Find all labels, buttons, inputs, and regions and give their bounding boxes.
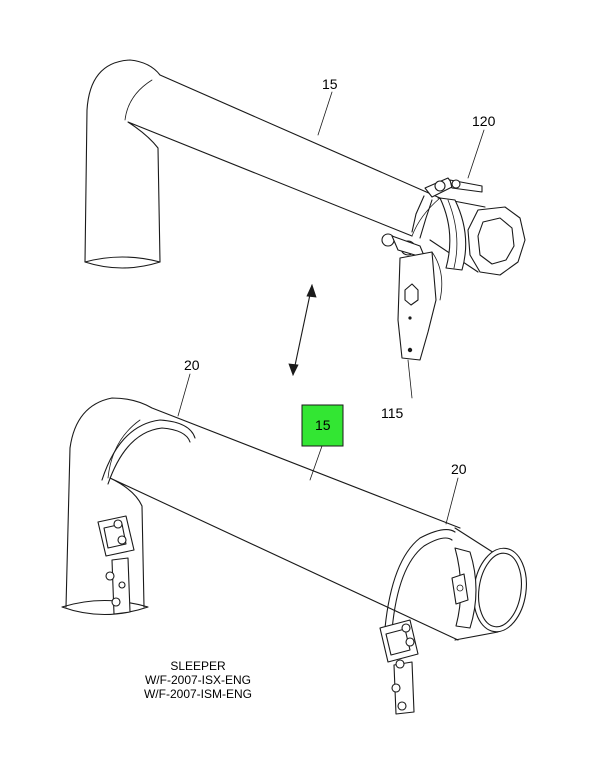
callout-strap-left: 20 bbox=[184, 357, 200, 373]
note-line-2: W/F-2007-ISX-ENG bbox=[145, 673, 251, 687]
callout-bracket: 115 bbox=[381, 405, 404, 421]
bracket-115 bbox=[381, 233, 443, 361]
leader-lines-upper bbox=[317, 91, 485, 399]
exploded-view-arrow bbox=[288, 283, 317, 377]
highlight-box bbox=[301, 404, 344, 447]
callout-highlighted[interactable]: 15 bbox=[315, 417, 331, 433]
strap-left-20 bbox=[97, 419, 196, 615]
lower-exhaust-pipe bbox=[61, 397, 527, 641]
clamp-120 bbox=[411, 177, 483, 239]
upper-pipe-outlet bbox=[429, 197, 526, 276]
strap-right-20 bbox=[379, 529, 456, 715]
callout-upper-pipe: 15 bbox=[322, 76, 338, 92]
note-line-1: SLEEPER bbox=[170, 659, 226, 673]
note-line-3: W/F-2007-ISM-ENG bbox=[144, 687, 252, 701]
leader-lines-lower bbox=[177, 373, 459, 525]
callout-strap-right: 20 bbox=[451, 461, 467, 477]
callout-clamp: 120 bbox=[472, 113, 496, 129]
upper-exhaust-pipe bbox=[84, 59, 441, 269]
